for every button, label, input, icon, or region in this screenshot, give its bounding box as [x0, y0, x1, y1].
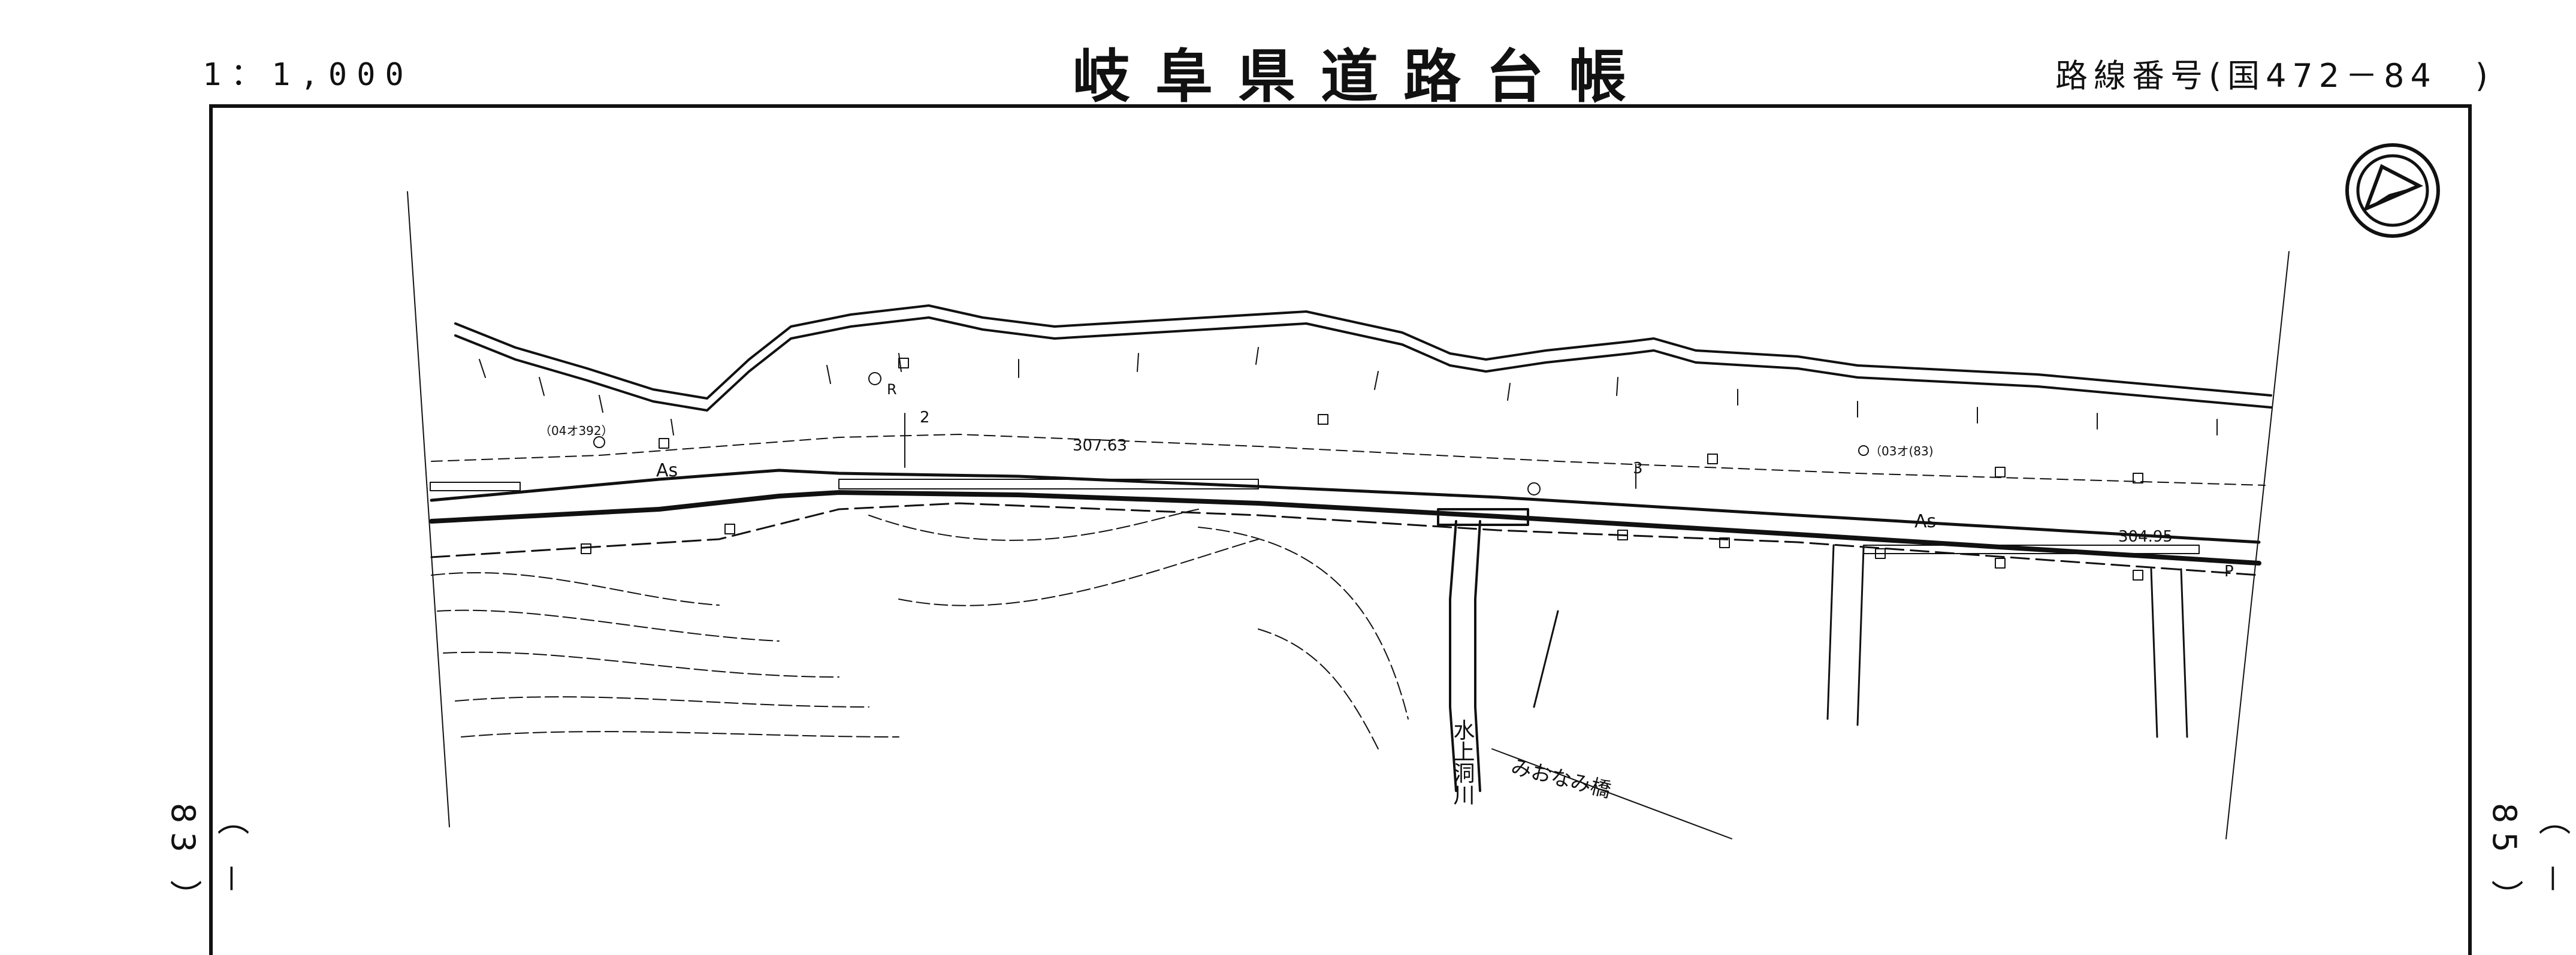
sheet-edge-right [2225, 251, 2290, 839]
map-frame [209, 104, 2472, 955]
north-arrow-icon [2345, 143, 2440, 238]
contour-lines [431, 509, 1409, 750]
page-title: 岐阜県道路台帳 [1073, 43, 1651, 110]
surface-label-right: As [1914, 511, 1936, 532]
marker-label-r: R [887, 381, 897, 398]
bridge-leader-line [1491, 748, 1732, 839]
adjacent-sheet-right: （ － 85 ） [2486, 803, 2571, 920]
elevation-label-1: 307.63 [1073, 437, 1127, 455]
station-label-3: 3 [1633, 460, 1643, 478]
surface-label-left: As [656, 460, 678, 481]
road-carriageway [429, 469, 2261, 576]
north-slope-boundary [454, 304, 2272, 412]
south-structures [1533, 544, 2188, 738]
marker-label-p: P [2224, 563, 2234, 581]
elevation-label-2: 304.95 [2118, 528, 2173, 546]
slope-hatching [479, 347, 2218, 436]
benchmark-label-1: （04オ392） [539, 424, 614, 438]
river-channel [1449, 520, 1481, 792]
benchmark-label-2: （03オ(83) [1870, 444, 1934, 458]
sheet-edge-left [407, 191, 450, 827]
roadside-line-north [431, 434, 2266, 486]
river-name-label: 水上洞川 [1450, 719, 1475, 805]
map-scale: 1：1,000 [203, 57, 413, 93]
station-ticks [904, 413, 1636, 489]
adjacent-sheet-left: （ － 83 ） [164, 803, 249, 920]
route-number: 路線番号(国472－84 ) [2055, 57, 2494, 95]
bridge-deck [1437, 508, 1529, 526]
station-label-2: 2 [920, 409, 930, 427]
bridge-name-label: みおなみ橋 [1509, 755, 1614, 803]
map-symbols [581, 358, 2143, 581]
